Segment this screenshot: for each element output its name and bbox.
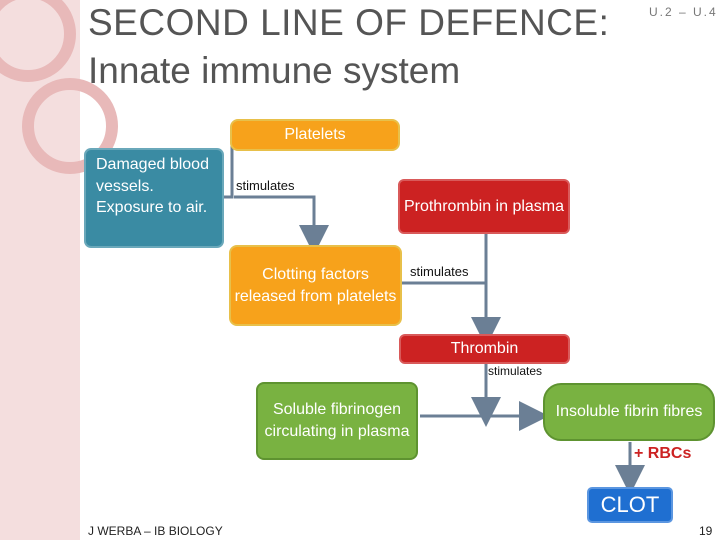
fibrinogen-box: Soluble fibrinogen circulating in plasma	[256, 382, 418, 460]
damaged-vessels-label: Damaged blood vessels. Exposure to air.	[96, 156, 209, 217]
clot-box: CLOT	[587, 487, 673, 523]
prothrombin-label: Prothrombin in plasma	[403, 197, 565, 215]
clotting-factors-label: Clotting factors released from platelets	[234, 265, 397, 305]
thrombin-label: Thrombin	[450, 340, 519, 358]
platelets-box: Platelets	[230, 119, 400, 151]
clotting-factors-box: Clotting factors released from platelets	[229, 245, 402, 326]
footer-credit: J WERBA – IB BIOLOGY	[88, 524, 223, 538]
stimulates-label-1: stimulates	[236, 178, 295, 193]
stimulates-label-3: stimulates	[488, 364, 543, 378]
plus-rbcs-label: + RBCs	[634, 445, 692, 462]
damaged-vessels-box: Damaged blood vessels. Exposure to air.	[84, 148, 224, 248]
slide-title: SECOND LINE OF DEFENCE:	[88, 2, 610, 43]
fibrin-box: Insoluble fibrin fibres	[543, 383, 715, 441]
platelets-label: Platelets	[284, 126, 346, 144]
slide-subtitle: Innate immune system	[88, 50, 461, 91]
clot-label: CLOT	[600, 492, 660, 518]
unit-code: U.2 – U.4	[649, 5, 718, 19]
prothrombin-box: Prothrombin in plasma	[398, 179, 570, 234]
thrombin-box: Thrombin	[399, 334, 570, 364]
fibrin-label: Insoluble fibrin fibres	[555, 403, 703, 421]
arrow-to-clotting-factors	[234, 195, 329, 255]
arrow-to-thrombin	[402, 281, 501, 347]
page-number: 19	[699, 524, 713, 538]
fibrinogen-label: Soluble fibrinogen circulating in plasma	[264, 401, 410, 440]
stimulates-label-2: stimulates	[410, 264, 469, 279]
